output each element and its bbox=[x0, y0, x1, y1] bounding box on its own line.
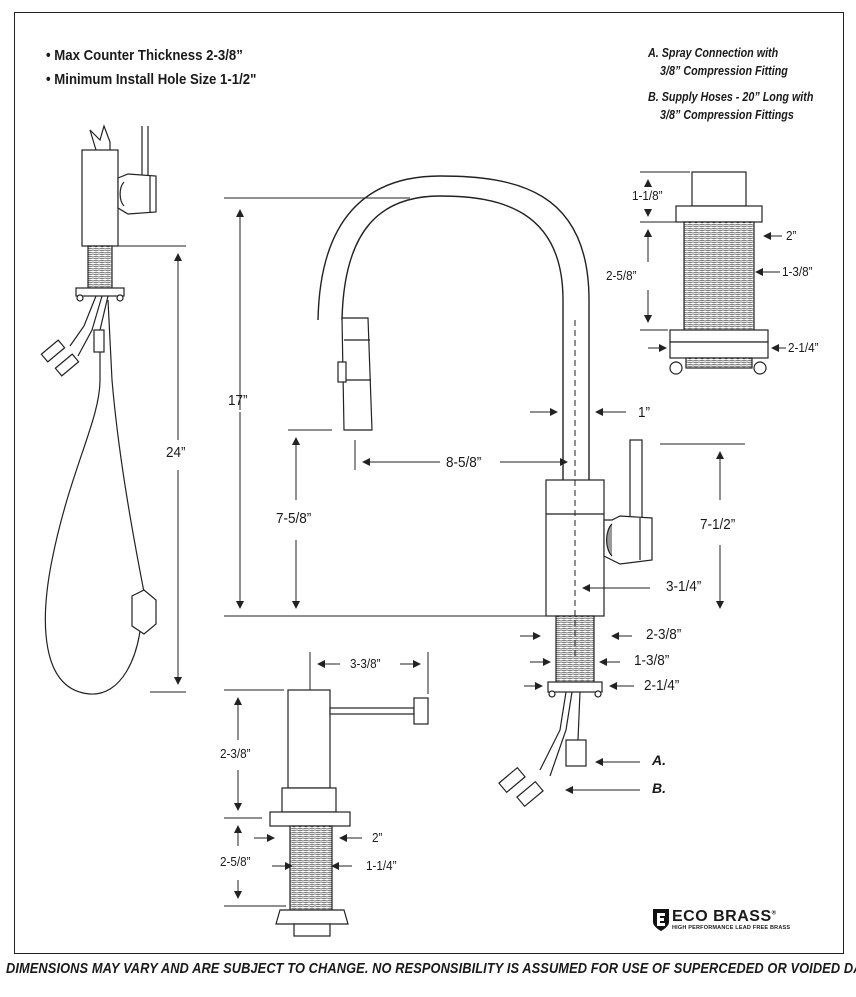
dim-dispenser-base-diameter: 2” bbox=[372, 830, 383, 845]
dim-spout-reach: 8-5/8” bbox=[446, 454, 482, 471]
dim-handle-offset: 3-1/4” bbox=[666, 578, 702, 595]
soap-dispenser bbox=[269, 689, 429, 937]
callout-a: A. bbox=[652, 752, 666, 768]
dim-spout-clearance: 7-5/8” bbox=[276, 510, 312, 527]
dim-dispenser-shank-diameter: 1-1/4” bbox=[366, 858, 397, 873]
logo-wordmark: ECO BRASS® bbox=[672, 908, 777, 925]
callout-b: B. bbox=[652, 780, 666, 796]
parts-legend: A. Spray Connection with 3/8” Compressio… bbox=[648, 44, 813, 132]
dim-total-height: 17” bbox=[228, 392, 248, 409]
dim-counter-thickness: 2-3/8” bbox=[646, 626, 682, 643]
dim-airgap-top-diameter: 2” bbox=[786, 228, 797, 243]
dim-dispenser-upper-height: 2-3/8” bbox=[220, 746, 251, 761]
drawing-frame bbox=[14, 12, 844, 954]
air-gap bbox=[669, 171, 769, 375]
dim-dispenser-shank-height: 2-5/8” bbox=[220, 854, 251, 869]
shield-icon bbox=[653, 909, 669, 931]
legend-a-line1: A. Spray Connection with bbox=[648, 46, 779, 60]
dim-body-height: 7-1/2” bbox=[700, 516, 736, 533]
dim-airgap-shank-diameter: 1-3/8” bbox=[782, 264, 813, 279]
legend-b-line1: B. Supply Hoses - 20” Long with bbox=[648, 90, 814, 104]
dim-airgap-shank-height: 2-5/8” bbox=[606, 268, 637, 283]
legend-b-line2: 3/8” Compression Fittings bbox=[660, 108, 794, 122]
side-view-faucet bbox=[40, 124, 157, 695]
install-notes: • Max Counter Thickness 2-3/8” • Minimum… bbox=[46, 44, 256, 92]
logo-tagline: HIGH PERFORMANCE LEAD FREE BRASS bbox=[672, 925, 791, 931]
note-install-hole: • Minimum Install Hole Size 1-1/2" bbox=[46, 71, 257, 88]
dim-dispenser-top-width: 3-3/8” bbox=[350, 656, 381, 671]
dim-shank-diameter: 1-3/8” bbox=[634, 652, 670, 669]
disclaimer: DIMENSIONS MAY VARY AND ARE SUBJECT TO C… bbox=[6, 961, 856, 977]
dim-spout-diameter: 1” bbox=[638, 404, 651, 421]
dim-nut-width: 2-1/4” bbox=[644, 677, 680, 694]
legend-a-line2: 3/8” Compression Fitting bbox=[660, 64, 788, 78]
dim-airgap-nut-width: 2-1/4” bbox=[788, 340, 819, 355]
dim-hose-length: 24” bbox=[166, 444, 186, 461]
note-counter-thickness: • Max Counter Thickness 2-3/8” bbox=[46, 47, 243, 64]
dim-airgap-cap-height: 1-1/8” bbox=[632, 188, 663, 203]
